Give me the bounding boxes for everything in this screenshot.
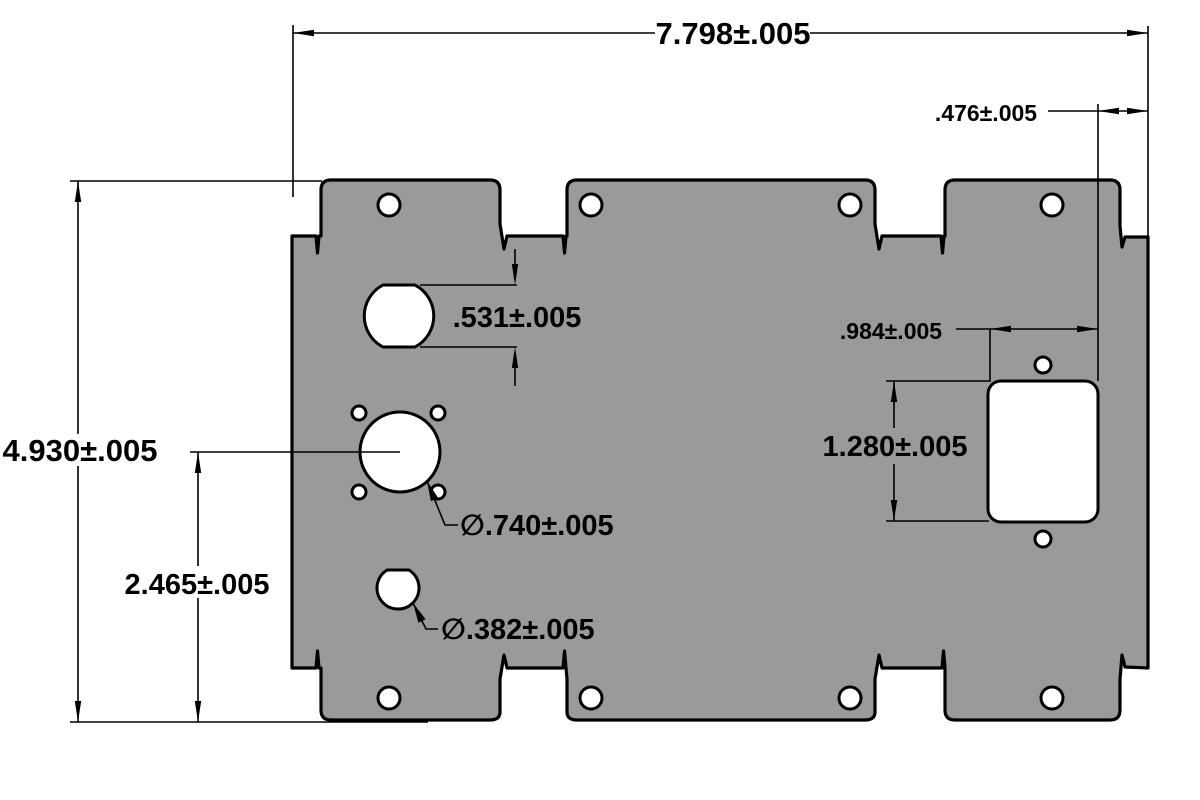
arrowhead-offset-left xyxy=(1098,107,1119,115)
dim-text-overall-width: 7.798±.005 xyxy=(656,16,811,51)
satellite-hole-2 xyxy=(429,404,447,422)
tab-hole-bottom-3 xyxy=(837,685,863,711)
dim-text-center-height: 2.465±.005 xyxy=(125,569,270,601)
satellite-hole-3 xyxy=(350,483,368,501)
arrowhead-cutout-right xyxy=(1077,325,1098,333)
arrowhead-cutout-left xyxy=(990,325,1011,333)
arrowhead-leader-round xyxy=(427,481,439,502)
tab-hole-top-3 xyxy=(837,192,863,218)
arrowhead-width-right xyxy=(1127,29,1148,37)
rect-cutout xyxy=(986,379,1100,524)
double-d-hole xyxy=(362,283,436,349)
tab-hole-top-1 xyxy=(376,192,402,218)
dim-text-dd-hole-height: .531±.005 xyxy=(453,302,582,334)
arrowhead-dd-top xyxy=(511,264,519,285)
tab-hole-bottom-1 xyxy=(376,685,402,711)
arrowhead-offset-right xyxy=(1127,107,1148,115)
tab-hole-bottom-4 xyxy=(1039,685,1065,711)
d-hole xyxy=(375,568,421,611)
arrowhead-dd-bottom xyxy=(511,347,519,368)
arrowhead-width-left xyxy=(293,29,314,37)
tab-hole-top-4 xyxy=(1039,192,1065,218)
arrowhead-cutout-bot xyxy=(890,500,898,521)
arrowhead-center-top xyxy=(194,452,202,473)
tab-hole-top-2 xyxy=(578,192,604,218)
arrowhead-leader-d xyxy=(413,603,426,623)
arrowhead-height-top xyxy=(74,181,82,202)
satellite-hole-1 xyxy=(350,404,368,422)
cutout-hole-bottom xyxy=(1033,529,1053,549)
arrowhead-height-bottom xyxy=(74,701,82,722)
cutout-hole-top xyxy=(1033,355,1053,375)
dim-text-edge-offset: .476±.005 xyxy=(935,100,1037,126)
arrowhead-cutout-top xyxy=(890,381,898,402)
arrowhead-center-bottom xyxy=(194,701,202,722)
tab-hole-bottom-2 xyxy=(578,685,604,711)
plate-outline xyxy=(290,178,1150,722)
dim-text-cutout-height: 1.280±.005 xyxy=(823,431,968,463)
dim-text-round-hole-dia: ∅.740±.005 xyxy=(460,510,614,542)
dim-text-cutout-width: .984±.005 xyxy=(840,318,942,344)
dim-text-small-hole-dia: ∅.382±.005 xyxy=(441,614,595,646)
dim-text-overall-height: 4.930±.005 xyxy=(3,433,158,468)
